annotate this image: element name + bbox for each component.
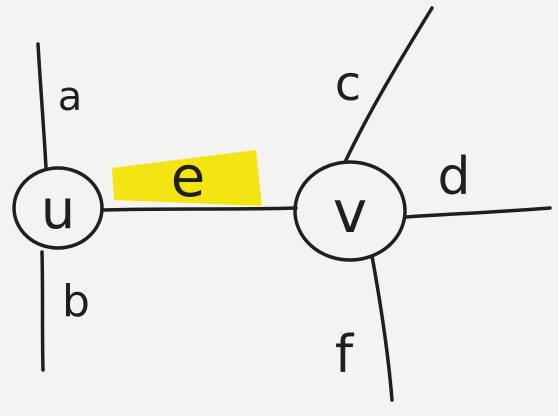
edge-c bbox=[344, 6, 434, 162]
edge-d bbox=[404, 206, 552, 219]
edge-f bbox=[370, 254, 394, 402]
vertex-u bbox=[12, 166, 104, 250]
edge-e-label: e bbox=[171, 145, 205, 210]
edge-a bbox=[36, 42, 48, 170]
edge-e bbox=[102, 206, 298, 212]
edge-a-label: a bbox=[58, 74, 83, 120]
edge-f-label: f bbox=[335, 325, 355, 385]
edge-c-label: c bbox=[335, 56, 361, 112]
vertex-u-label: u bbox=[41, 178, 75, 241]
vertex-v-label: v bbox=[333, 178, 367, 246]
edge-b-label: b bbox=[62, 276, 90, 327]
edge-b bbox=[40, 250, 45, 372]
edge-d-label: d bbox=[437, 147, 470, 207]
vertex-v bbox=[293, 160, 407, 262]
edge-e-highlight bbox=[112, 150, 262, 206]
